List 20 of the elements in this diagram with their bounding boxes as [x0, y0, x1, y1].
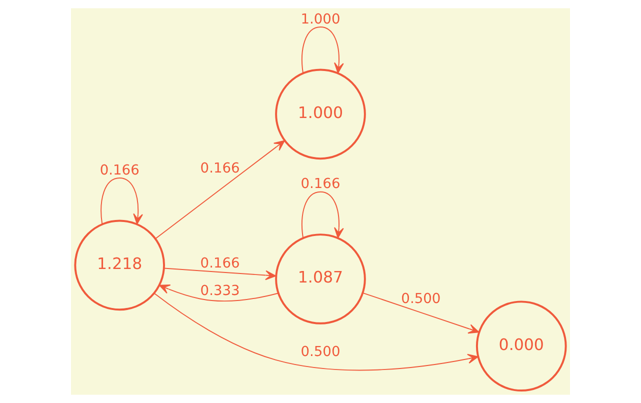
node-circle: 1.218 — [74, 220, 166, 311]
arrow — [302, 26, 344, 74]
edge-label: 0.166 — [200, 160, 240, 177]
edge-label: 0.333 — [200, 282, 240, 299]
arrow — [302, 191, 344, 238]
edge-label: 0.166 — [300, 176, 340, 192]
arrow — [362, 292, 480, 334]
edge-label: 0.500 — [300, 344, 340, 360]
node-circle: 1.000 — [275, 68, 366, 160]
edge-label: 0.500 — [401, 290, 441, 307]
arrow — [159, 284, 279, 302]
arrow — [155, 140, 285, 239]
edge-label: 0.166 — [200, 255, 240, 272]
edge-label: 1.000 — [300, 11, 340, 28]
arrow — [100, 178, 143, 224]
arrow — [164, 268, 276, 280]
node-circle: 0.000 — [476, 300, 567, 392]
arrow — [154, 292, 478, 371]
node-circle: 1.087 — [275, 234, 366, 324]
edge-label: 0.166 — [100, 162, 140, 178]
